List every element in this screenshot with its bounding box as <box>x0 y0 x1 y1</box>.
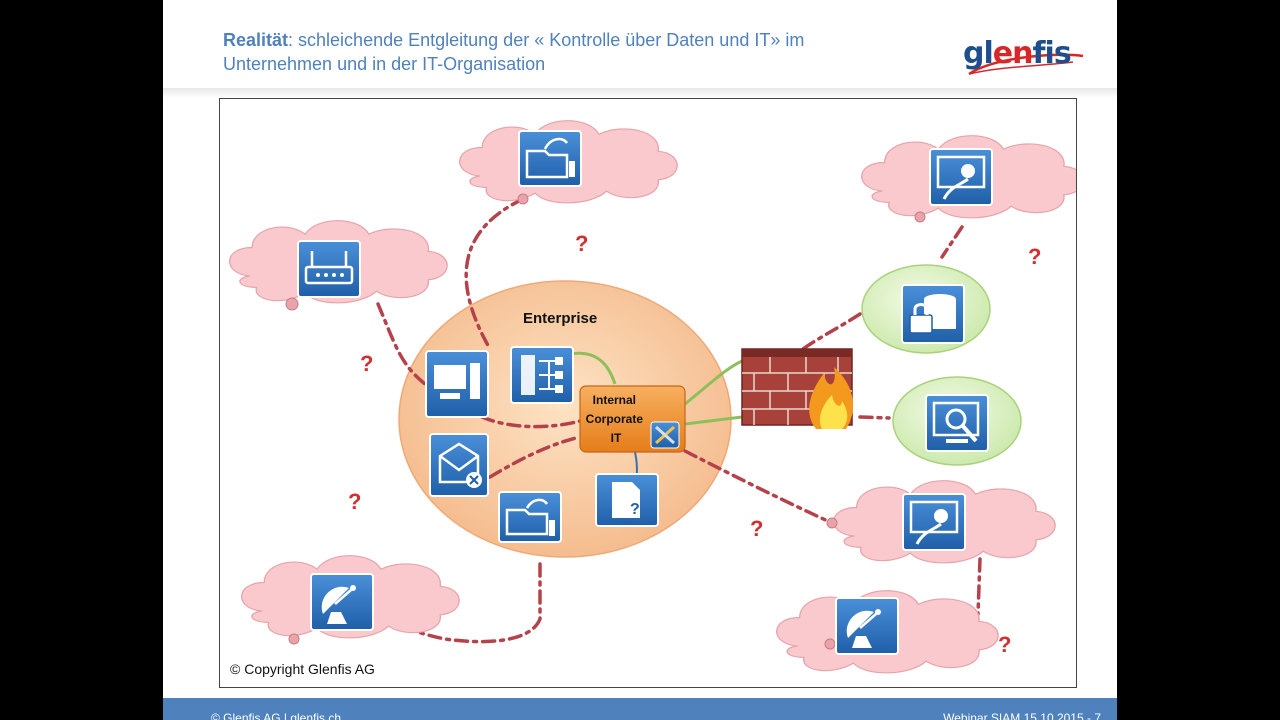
internal-it-label: Internal Corporate IT <box>586 393 647 445</box>
connector-satellite-right <box>976 557 982 616</box>
connector-database <box>801 312 862 351</box>
document-question-icon: ? <box>595 473 659 527</box>
router-icon <box>297 240 361 298</box>
green-link-firewall-bottom <box>684 415 743 426</box>
question-mark: ? <box>575 231 588 256</box>
connector-admin-top <box>940 225 964 259</box>
header-divider <box>163 88 1117 98</box>
footer-bar: © Glenfis AG | glenfis.ch Webinar SIAM 1… <box>163 698 1117 720</box>
logo-text-part2: en <box>992 36 1034 71</box>
firewall-icon <box>741 348 854 429</box>
logo-text: glenfis <box>963 36 1072 71</box>
diagram-frame: Enterprise <box>219 98 1077 688</box>
connector-knobs <box>285 193 926 650</box>
question-mark: ? <box>1028 244 1041 269</box>
network-diagram: Enterprise <box>228 119 1076 674</box>
connectors-green <box>569 351 743 426</box>
connector-mail <box>488 435 582 479</box>
glenfis-logo: glenfis <box>963 36 1088 84</box>
connector-monitor <box>858 415 891 420</box>
internal-it-line1: Internal <box>593 393 636 407</box>
slide-title-bold: Realität <box>223 30 289 50</box>
slide-title-rest: : schleichende Entgleitung der « Kontrol… <box>288 30 805 50</box>
monitor-search-icon <box>925 394 989 452</box>
connector-router <box>376 302 427 386</box>
question-mark: ? <box>998 632 1011 657</box>
connector-pc <box>480 415 582 429</box>
question-mark: ? <box>348 489 361 514</box>
question-mark: ? <box>360 351 373 376</box>
admin-workstation-icon <box>929 148 993 206</box>
connector-admin-bottom <box>683 449 834 525</box>
server-icon <box>510 346 574 404</box>
folder-share-icon <box>518 130 582 187</box>
satellite-dish-icon-2 <box>310 573 374 631</box>
footer-left: © Glenfis AG | glenfis.ch <box>211 711 342 720</box>
database-lock-icon <box>901 284 965 344</box>
slide-title: Realität: schleichende Entgleitung der «… <box>223 28 804 76</box>
mail-reject-icon <box>429 433 489 497</box>
internal-it-line3: IT <box>611 431 622 445</box>
internal-it-line2: Corporate <box>586 412 644 426</box>
slide: Realität: schleichende Entgleitung der «… <box>163 0 1117 720</box>
enterprise-label: Enterprise <box>523 310 597 327</box>
footer-right: Webinar SIAM 15.10.2015 - 7 <box>943 711 1101 720</box>
satellite-dish-icon <box>835 597 899 655</box>
copyright-notice: © Copyright Glenfis AG <box>230 661 375 677</box>
admin-workstation-icon-2 <box>902 493 966 551</box>
green-link-firewall-top <box>684 359 743 406</box>
logo-text-part3: fis <box>1032 36 1071 71</box>
slide-title-line2: Unternehmen und in der IT-Organisation <box>223 54 546 74</box>
logo-swoosh <box>968 53 1084 76</box>
connector-fileshare <box>464 197 525 351</box>
folder-share-icon-inner <box>498 491 562 543</box>
green-link-server <box>569 351 617 385</box>
desktop-pc-icon <box>425 350 489 418</box>
logo-text-part1: gl <box>963 36 994 71</box>
svg-text:?: ? <box>630 501 640 518</box>
tools-icon <box>650 421 680 449</box>
question-mark: ? <box>750 516 763 541</box>
